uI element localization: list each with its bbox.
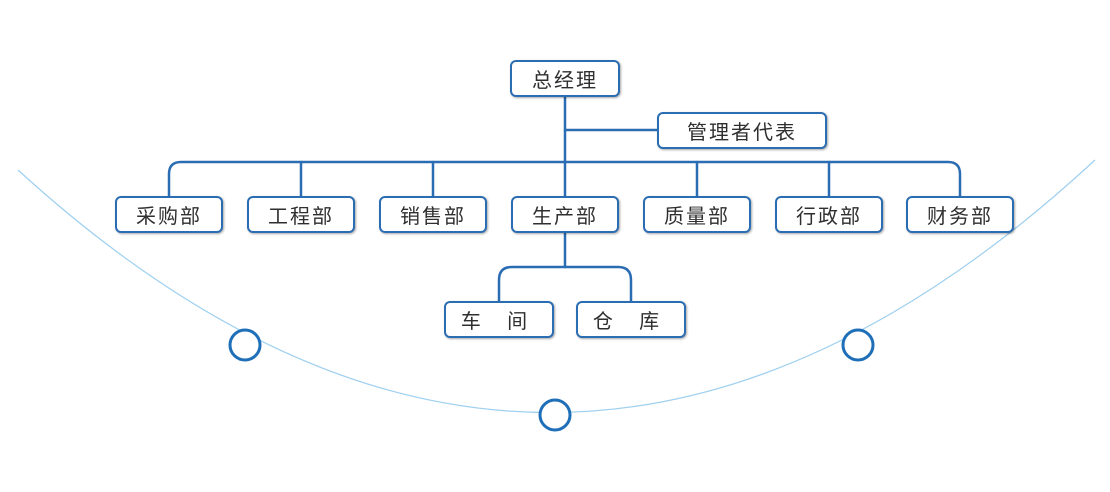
arc-node-right (841, 328, 875, 362)
node-management-representative-label: 管理者代表 (687, 120, 797, 144)
connector-production-bus (497, 265, 633, 304)
node-dept-finance-label: 财务部 (927, 204, 993, 228)
node-dept-production-label: 生产部 (532, 204, 598, 228)
arc-node-center (538, 398, 572, 432)
node-dept-production: 生产部 (511, 196, 619, 233)
node-management-representative: 管理者代表 (657, 112, 827, 149)
node-unit-warehouse: 仓 库 (576, 301, 686, 338)
node-general-manager: 总经理 (510, 60, 620, 97)
node-dept-purchasing-label: 采购部 (136, 204, 202, 228)
node-unit-workshop: 车 间 (444, 301, 554, 338)
node-dept-quality: 质量部 (643, 196, 751, 233)
node-dept-sales: 销售部 (379, 196, 487, 233)
node-dept-engineering: 工程部 (247, 196, 355, 233)
node-dept-admin: 行政部 (775, 196, 883, 233)
node-dept-sales-label: 销售部 (400, 204, 466, 228)
node-general-manager-label: 总经理 (532, 68, 598, 92)
arc-node-left (228, 328, 262, 362)
node-dept-quality-label: 质量部 (664, 204, 730, 228)
node-unit-warehouse-label: 仓 库 (592, 309, 670, 333)
node-dept-finance: 财务部 (906, 196, 1014, 233)
node-dept-admin-label: 行政部 (796, 204, 862, 228)
node-dept-purchasing: 采购部 (115, 196, 223, 233)
node-unit-workshop-label: 车 间 (460, 309, 538, 333)
node-dept-engineering-label: 工程部 (268, 204, 334, 228)
